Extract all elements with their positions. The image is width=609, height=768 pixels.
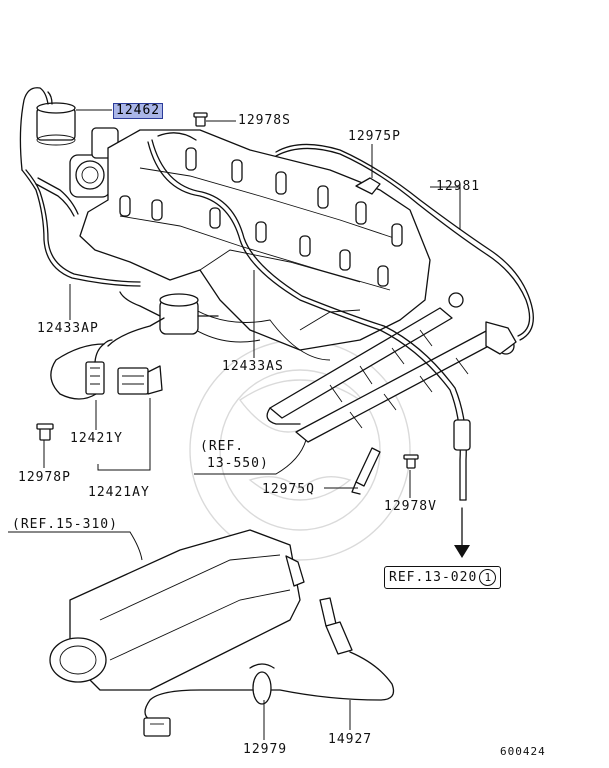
purge-solenoid[interactable]: [119, 291, 219, 335]
label-part-12462[interactable]: 12462: [113, 103, 164, 119]
clip-12975P[interactable]: [355, 177, 381, 195]
label-part-12433AS[interactable]: 12433AS: [222, 359, 284, 374]
bolt-12978V[interactable]: [403, 454, 419, 469]
connector-12421AY[interactable]: [117, 365, 163, 395]
label-part-12421AY[interactable]: 12421AY: [88, 485, 150, 500]
label-ref-13-550-line2: 13-550): [207, 456, 269, 471]
label-part-12975P[interactable]: 12975P: [348, 129, 401, 144]
oxygen-sensor-14927[interactable]: [143, 597, 395, 737]
label-part-12978P[interactable]: 12978P: [18, 470, 71, 485]
arrow-to-ref-13-020: [454, 507, 470, 558]
bracket-12975Q[interactable]: [351, 447, 381, 495]
fuel-rails: [266, 292, 517, 443]
harness-loop: [50, 317, 165, 400]
leader-lines: [8, 109, 461, 740]
bolt-12978P[interactable]: [36, 423, 54, 441]
label-ref-13-550-line1: (REF.: [200, 439, 245, 454]
hose-12981[interactable]: [275, 143, 534, 341]
clamp-12979[interactable]: [249, 663, 275, 705]
manifold-bosses: [119, 147, 403, 287]
vacuum-hose-12433AP[interactable]: [21, 169, 141, 287]
label-part-12978V[interactable]: 12978V: [384, 499, 437, 514]
label-part-12978S[interactable]: 12978S: [238, 113, 291, 128]
connector-12421Y[interactable]: [85, 339, 113, 395]
label-ref-15-310[interactable]: (REF.15-310): [12, 517, 118, 532]
label-part-14927[interactable]: 14927: [328, 732, 373, 747]
diagram-id: 600424: [500, 745, 546, 758]
label-ref-13-020: REF.13-020: [389, 570, 478, 585]
bolt-12978S[interactable]: [193, 112, 208, 127]
label-part-12975Q[interactable]: 12975Q: [262, 482, 315, 497]
label-part-12433AP[interactable]: 12433AP: [37, 321, 99, 336]
hose-12433AS[interactable]: [147, 139, 471, 501]
intake-manifold: [79, 129, 431, 351]
catalytic-converter: [49, 529, 305, 691]
label-part-12421Y[interactable]: 12421Y: [70, 431, 123, 446]
label-part-12981[interactable]: 12981: [436, 179, 481, 194]
label-part-12979[interactable]: 12979: [243, 742, 288, 757]
canister-12462[interactable]: [19, 87, 76, 171]
ref-circle-number: 1: [479, 569, 497, 586]
